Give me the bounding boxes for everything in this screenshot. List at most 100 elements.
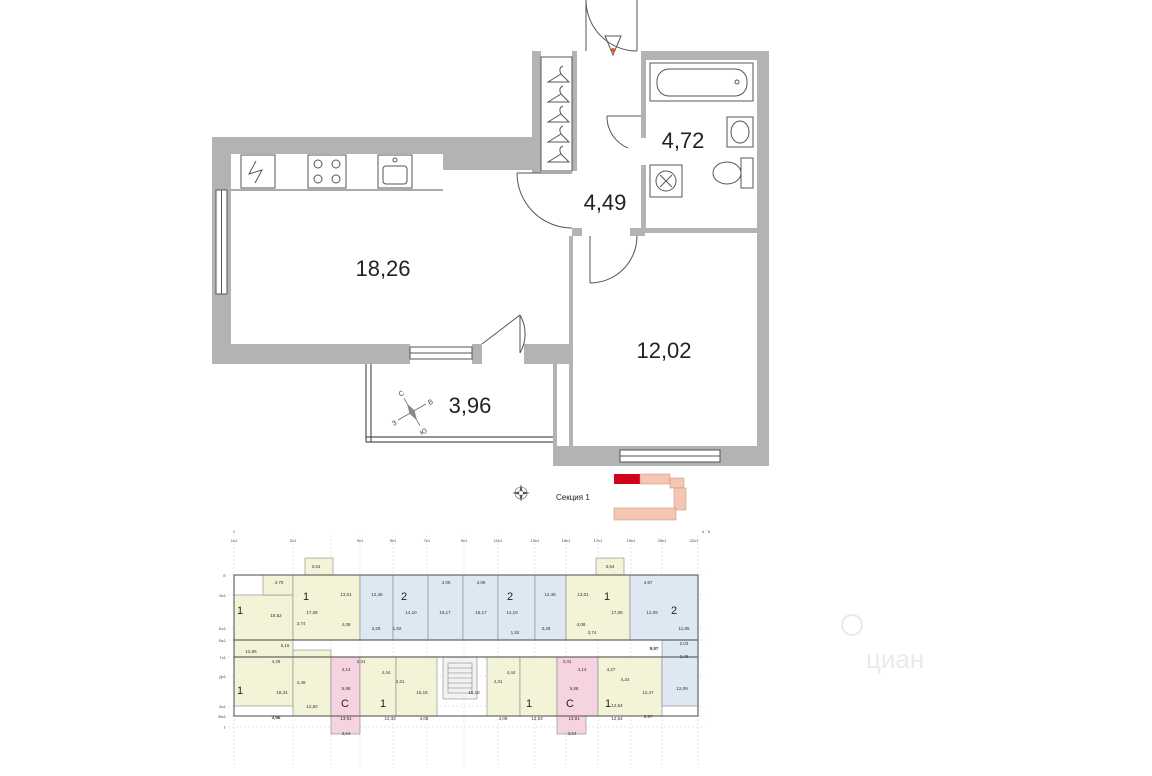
compass-west: З [391, 420, 398, 428]
axis-label: 15с1 [562, 538, 571, 543]
fp-rooms: 1 [380, 698, 386, 710]
axis-label: Бс1 [219, 626, 227, 631]
small-compass-icon [512, 484, 530, 502]
axis-label: 17с1 [594, 538, 603, 543]
room-area-balcony: 3,96 [449, 393, 492, 418]
stairwell-icon [447, 662, 473, 694]
wardrobe-hangers [540, 56, 573, 172]
axis-label: 20с1 [658, 538, 667, 543]
fp-label: 3,64 [606, 564, 615, 569]
fp-label: 3,64 [312, 564, 321, 569]
doors [481, 0, 641, 354]
fp-label: 3,97 [644, 714, 653, 719]
fp-label: 12,47 [642, 690, 654, 695]
fp-rooms: С [341, 698, 349, 710]
stove-icon [307, 154, 347, 189]
floor-plan-overview: 3,64 4,70 13,01 12,46 4,09 4,09 12,46 13… [218, 529, 924, 765]
fp-label: 3,74 [297, 621, 306, 626]
fp-label: 12,50 [306, 704, 318, 709]
fp-label: 5,16 [281, 643, 290, 648]
fp-rooms: 1 [237, 605, 243, 617]
axis-label: 5 [708, 529, 711, 534]
axis-label: 3с1 [357, 538, 364, 543]
fp-label: 4,31 [396, 679, 405, 684]
fp-label: 4,44 [382, 670, 391, 675]
fp-label: 17,08 [306, 610, 318, 615]
sink-icon [377, 154, 413, 189]
fp-label: 4,14 [342, 667, 351, 672]
axis-label: Г [224, 725, 227, 730]
fp-label: 4,97 [644, 580, 653, 585]
fp-label: 15,17 [439, 610, 451, 615]
toilet-icon [712, 157, 754, 189]
fp-label: 4,26 [272, 659, 281, 664]
fridge-icon [240, 154, 276, 189]
fp-rooms: 2 [401, 591, 407, 603]
axis-label: Гс1 [220, 655, 227, 660]
balcony-outline [365, 364, 553, 443]
fp-label: 14,10 [506, 610, 518, 615]
fp-label: 4,27 [607, 667, 616, 672]
axis-label: Ас1 [219, 704, 227, 709]
fp-label: 3,49 [680, 654, 689, 659]
room-labels: 18,26 4,72 4,49 12,02 3,96 [355, 128, 704, 418]
fp-label: 12,09 [646, 610, 658, 615]
axis-label: Вс1 [219, 638, 227, 643]
fp-label: 18,34 [276, 690, 288, 695]
fp-label: 5,88 [570, 686, 579, 691]
compass-east: В [427, 398, 435, 407]
fp-label: 9,87 [650, 646, 659, 651]
fp-label: 9,87 [650, 646, 659, 651]
compass-south: Ю [419, 428, 429, 438]
fp-label: 15,17 [475, 610, 487, 615]
fp-label: 3,28 [542, 626, 551, 631]
fp-rooms: 1 [605, 698, 611, 710]
fp-label: 5,88 [342, 686, 351, 691]
fp-label: 3,64 [342, 731, 351, 736]
axis-label: 22с1 [690, 538, 699, 543]
fp-label: 13,91 [568, 716, 580, 721]
fp-label: 12,46 [371, 592, 383, 597]
fp-label: 4,24 [621, 677, 630, 682]
fp-rooms: 1 [237, 685, 243, 697]
fp-rooms: С [566, 698, 574, 710]
section-label: Секция 1 [556, 493, 590, 502]
fp-label: 14,10 [405, 610, 417, 615]
bathtub-icon [649, 62, 754, 102]
fp-label: 13,91 [340, 716, 352, 721]
fp-label: 3,31 [357, 659, 366, 664]
fp-rooms: 1 [604, 591, 610, 603]
windows [215, 189, 721, 463]
fp-label: 4,09 [477, 580, 486, 585]
room-area-bathroom: 4,72 [662, 128, 705, 153]
fp-label: 4,08 [577, 622, 586, 627]
room-area-bedroom: 12,02 [636, 338, 691, 363]
fp-label: 1,92 [511, 630, 520, 635]
compass-north: С [398, 390, 406, 399]
washbasin-icon [726, 116, 754, 148]
axis-label: 19с1 [627, 538, 636, 543]
fp-label: 11,95 [679, 626, 690, 631]
fp-label: 12,63 [531, 716, 543, 721]
fp-label: 15,18 [416, 690, 428, 695]
axis-label: 9с1 [461, 538, 468, 543]
fp-label: 3,96 [272, 715, 281, 720]
axis-label: Жс1 [218, 714, 227, 719]
fp-label: 12,64 [611, 703, 623, 708]
fp-label: 3,64 [568, 731, 577, 736]
kitchen-fixtures [231, 154, 443, 191]
fp-label: 1,92 [393, 626, 402, 631]
entrance-icon [604, 35, 622, 57]
fp-label: 18,52 [270, 613, 282, 618]
fp-label: 4,70 [275, 580, 284, 585]
fp-label: 4,08 [342, 622, 351, 627]
axis-label: 1 [233, 529, 236, 534]
axis-label: 13с1 [531, 538, 540, 543]
washing-machine-icon [649, 164, 683, 198]
axis-label: Кс1 [219, 593, 226, 598]
fp-label: 3,96 [272, 715, 281, 720]
fp-label: 4,14 [578, 667, 587, 672]
fp-label: 17,08 [611, 610, 623, 615]
fp-label: 13,01 [577, 592, 589, 597]
